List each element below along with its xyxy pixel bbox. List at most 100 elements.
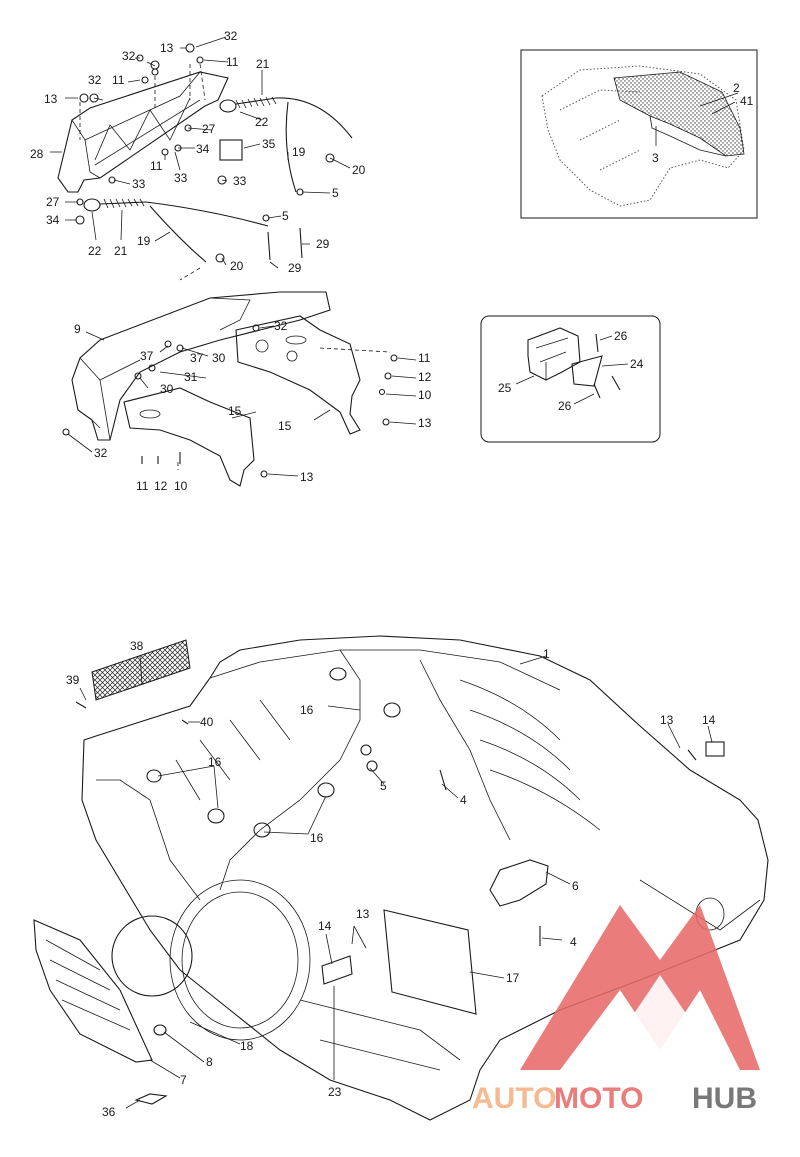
spring-21-upper [235, 97, 277, 105]
bracket-14-left [321, 955, 353, 985]
callout: 8 [206, 1055, 213, 1069]
ring-22-lower [83, 198, 101, 212]
callout: 16 [208, 755, 222, 769]
callout: 15 [228, 404, 242, 418]
callout: 14 [318, 919, 332, 933]
callout: 11 [226, 55, 239, 69]
clip-36 [134, 1093, 168, 1105]
bracket-15-right [235, 315, 361, 435]
cable-19-upper [275, 97, 353, 193]
callout: 9 [74, 322, 81, 336]
callout: 32 [88, 73, 102, 87]
spring-21-lower [99, 201, 147, 205]
foam-pad-17 [383, 909, 477, 1015]
bracket-14-right [705, 741, 725, 757]
bracket-15-left [123, 387, 255, 487]
callout: 13 [160, 41, 174, 55]
disc-18 [111, 915, 193, 997]
callout: 11 [136, 479, 149, 493]
callout: 11 [150, 159, 163, 173]
callouts-top-left: 13 32 32 11 21 32 11 13 22 27 34 35 19 2… [30, 29, 366, 275]
bumper-part-28 [57, 71, 229, 193]
plate-24 [571, 355, 603, 387]
side-cover-7 [33, 919, 153, 1063]
inset-bracket: 26 24 25 26 [480, 315, 661, 443]
callout: 16 [310, 831, 324, 845]
callout: 4 [460, 793, 467, 807]
callout: 14 [702, 713, 716, 727]
leader-lines-mid-left [67, 325, 417, 477]
callout: 18 [240, 1039, 254, 1053]
callout: 24 [630, 357, 644, 371]
callout: 32 [224, 29, 238, 43]
callout: 16 [300, 703, 314, 717]
callout: 1 [543, 647, 550, 661]
callout: 10 [174, 479, 188, 493]
callout: 6 [572, 879, 579, 893]
callout: 5 [282, 209, 289, 223]
callout: 17 [506, 971, 520, 985]
callout: 27 [202, 122, 216, 136]
callout: 23 [328, 1085, 342, 1099]
callout: 3 [652, 151, 659, 165]
callout: 33 [132, 177, 146, 191]
callout: 4 [570, 935, 577, 949]
callout: 25 [498, 381, 512, 395]
inset-frame-2 [480, 315, 661, 443]
callout: 27 [46, 195, 60, 209]
callout: 5 [380, 779, 387, 793]
callout: 21 [256, 57, 270, 71]
callout: 38 [130, 639, 144, 653]
callout: 21 [114, 244, 128, 258]
callout: 13 [418, 416, 432, 430]
leader-lines-top-left [50, 36, 351, 269]
callout: 13 [660, 713, 674, 727]
callout: 26 [558, 399, 572, 413]
callout: 39 [66, 673, 80, 687]
callout: 30 [212, 351, 226, 365]
watermark-triangle [520, 905, 760, 1070]
bumper-part-9 [71, 291, 331, 441]
callout: 30 [160, 382, 174, 396]
callout: 26 [614, 329, 628, 343]
ring-22-upper [219, 99, 237, 113]
callouts-bottom: 38 1 39 16 13 14 40 16 5 4 16 6 13 14 4 … [66, 639, 716, 1119]
watermark-text-auto: AUTO [472, 1082, 556, 1115]
callout: 33 [233, 174, 247, 188]
callout: 19 [137, 234, 151, 248]
callout: 13 [300, 470, 314, 484]
bracket-25 [527, 327, 581, 381]
callout: 22 [88, 244, 102, 258]
callout: 13 [44, 92, 58, 106]
cable-19-lower [145, 201, 269, 263]
callout: 37 [190, 351, 204, 365]
callout: 28 [30, 147, 44, 161]
callouts-mid-left: 9 32 37 37 30 11 31 12 30 10 15 13 15 32… [74, 319, 432, 493]
callout: 35 [262, 137, 276, 151]
bracket-35 [219, 139, 243, 161]
callout: 40 [200, 715, 214, 729]
callout: 20 [352, 163, 366, 177]
callout: 2 [733, 81, 740, 95]
callout: 36 [102, 1105, 116, 1119]
callout: 10 [418, 388, 432, 402]
callout: 34 [46, 213, 60, 227]
callout: 11 [418, 351, 431, 365]
callout: 12 [418, 370, 432, 384]
leader-lines-bottom [79, 655, 713, 1109]
front-bumper-group [57, 43, 353, 281]
callout: 12 [154, 479, 168, 493]
bracket-6 [489, 859, 549, 907]
callout: 33 [174, 171, 188, 185]
watermark-text-moto: MOTO [554, 1082, 643, 1115]
rear-bumper-group [62, 291, 398, 487]
callout: 20 [230, 259, 244, 273]
callout: 34 [196, 142, 210, 156]
callout: 37 [140, 349, 154, 363]
callout: 32 [94, 446, 108, 460]
belly-pan-1 [81, 635, 769, 1121]
callout: 41 [740, 94, 754, 108]
callout: 32 [122, 49, 136, 63]
